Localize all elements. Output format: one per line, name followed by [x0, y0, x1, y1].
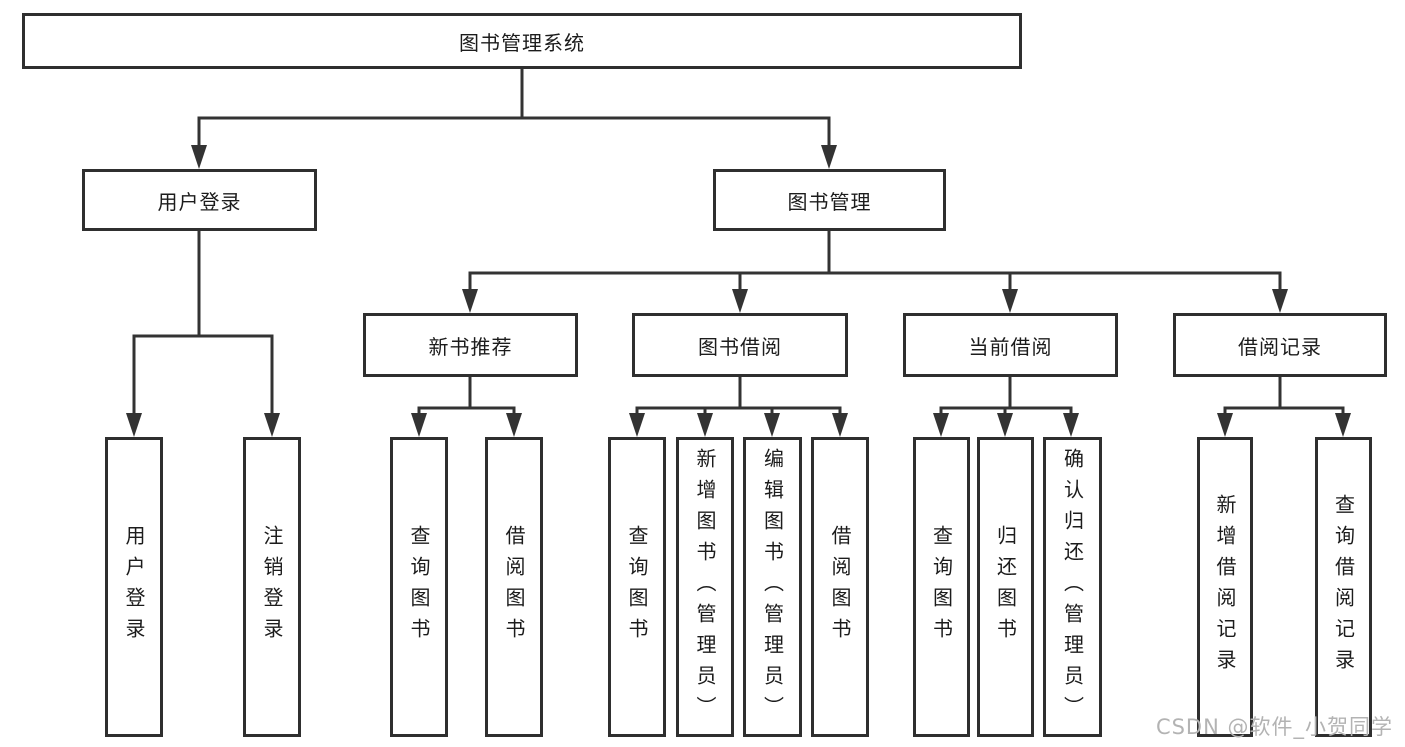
leaf-logout-label: 注销登录: [260, 525, 284, 649]
leaf-add-books-admin-label: 新增图书（管理员）: [693, 447, 717, 727]
leaf-query-books-recommend-label: 查询图书: [407, 525, 431, 649]
leaf-add-borrow-record-label: 新增借阅记录: [1213, 494, 1237, 680]
node-root-label: 图书管理系统: [459, 30, 585, 55]
leaf-query-books-current-label: 查询图书: [929, 525, 954, 649]
leaf-edit-books-admin-label: 编辑图书（管理员）: [760, 447, 785, 727]
node-current-borrow-label: 当前借阅: [968, 334, 1053, 359]
leaf-user-login-label: 用户登录: [122, 525, 146, 649]
watermark: CSDN @软件_小贺同学: [1155, 715, 1393, 739]
node-user-login-label: 用户登录: [157, 189, 242, 214]
node-book-borrow: 图书借阅: [632, 313, 848, 377]
node-current-borrow: 当前借阅: [903, 313, 1118, 377]
leaf-confirm-return-admin-label: 确认归还（管理员）: [1060, 447, 1085, 727]
leaf-confirm-return-admin: 确认归还（管理员）: [1043, 437, 1102, 737]
node-user-login: 用户登录: [82, 169, 317, 231]
node-borrow-records-label: 借阅记录: [1238, 334, 1322, 359]
leaf-query-books-borrow: 查询图书: [608, 437, 666, 737]
leaf-return-books-label: 归还图书: [993, 525, 1018, 649]
node-book-management: 图书管理: [713, 169, 946, 231]
leaf-query-borrow-record-label: 查询借阅记录: [1331, 494, 1356, 680]
leaf-borrow-books-recommend-label: 借阅图书: [502, 525, 526, 649]
node-book-borrow-label: 图书借阅: [698, 334, 782, 359]
leaf-logout: 注销登录: [243, 437, 301, 737]
leaf-borrow-books-label: 借阅图书: [828, 525, 852, 649]
leaf-add-borrow-record: 新增借阅记录: [1197, 437, 1253, 737]
node-root: 图书管理系统: [22, 13, 1022, 69]
leaf-query-books-borrow-label: 查询图书: [625, 525, 649, 649]
leaf-edit-books-admin: 编辑图书（管理员）: [743, 437, 802, 737]
leaf-borrow-books-recommend: 借阅图书: [485, 437, 543, 737]
node-new-book-recommend: 新书推荐: [363, 313, 578, 377]
node-new-book-recommend-label: 新书推荐: [428, 334, 513, 359]
node-book-management-label: 图书管理: [787, 189, 872, 214]
leaf-query-books-current: 查询图书: [913, 437, 970, 737]
leaf-query-books-recommend: 查询图书: [390, 437, 448, 737]
leaf-borrow-books: 借阅图书: [811, 437, 869, 737]
leaf-user-login: 用户登录: [105, 437, 163, 737]
leaf-return-books: 归还图书: [977, 437, 1034, 737]
node-borrow-records: 借阅记录: [1173, 313, 1387, 377]
leaf-query-borrow-record: 查询借阅记录: [1315, 437, 1372, 737]
leaf-add-books-admin: 新增图书（管理员）: [676, 437, 734, 737]
